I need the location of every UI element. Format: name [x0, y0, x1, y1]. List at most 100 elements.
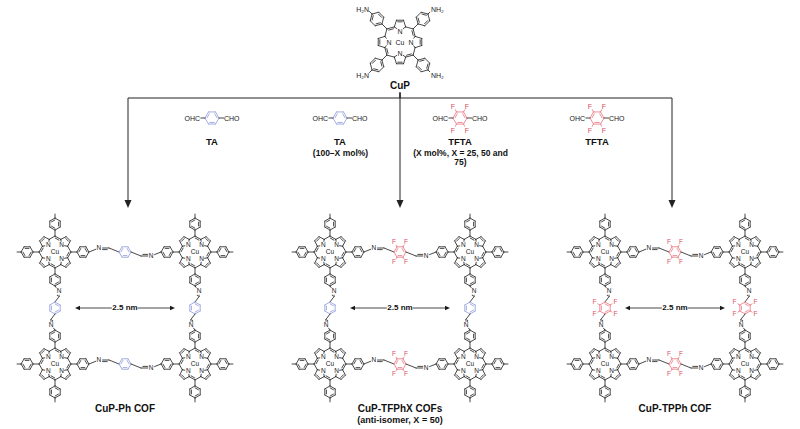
double-bond-line — [66, 375, 69, 378]
double-bond-line — [330, 350, 334, 352]
double-bond-line — [195, 304, 198, 306]
bond-line — [195, 214, 196, 218]
bond-line — [730, 370, 733, 375]
double-bond-line — [420, 60, 424, 61]
bond-line — [68, 370, 71, 375]
ring-bond — [337, 124, 344, 125]
double-bond-line — [631, 367, 635, 368]
atom-label: N — [460, 255, 466, 262]
bond-line — [483, 370, 486, 375]
ring-bond — [355, 369, 361, 370]
bond-line — [590, 353, 593, 358]
atom-label: F — [613, 311, 618, 318]
atom-label: N — [474, 255, 480, 262]
bond-line — [208, 364, 211, 370]
bond-line — [326, 314, 330, 319]
double-bond-line — [771, 255, 775, 256]
bond-line — [343, 358, 346, 364]
ring-bond — [770, 246, 776, 247]
bond-line — [734, 377, 739, 380]
bond-line — [404, 57, 406, 64]
atom-label: F — [450, 102, 455, 109]
atom-label: N — [148, 365, 154, 372]
bond-line — [611, 265, 616, 268]
ring-bond — [55, 302, 60, 305]
bond-line — [659, 360, 669, 364]
bond-line — [455, 263, 459, 267]
ring-bond — [330, 386, 335, 389]
double-bond-line — [635, 361, 637, 364]
bond-line — [330, 265, 336, 268]
ring-bond — [571, 359, 574, 364]
bond-line — [659, 248, 669, 252]
double-bond-line — [192, 338, 195, 340]
ring-bond — [164, 358, 170, 359]
double-bond-line — [466, 306, 467, 310]
atom-label: F — [404, 238, 409, 245]
bond-line — [758, 358, 761, 364]
double-bond-line — [601, 376, 605, 378]
bond-line — [51, 314, 55, 319]
ring-bond — [436, 247, 439, 252]
double-bond-line — [300, 360, 304, 361]
bond-line — [397, 20, 404, 21]
double-bond-line — [601, 278, 602, 282]
double-bond-line — [25, 248, 29, 249]
ring-bond — [296, 364, 299, 369]
ring-bond — [55, 311, 60, 314]
ring-bond — [60, 305, 61, 311]
double-bond-line — [316, 360, 318, 364]
ring-bond — [610, 333, 611, 339]
bond-line — [618, 370, 621, 375]
bond-line — [758, 364, 761, 370]
bond-line — [40, 353, 43, 358]
double-bond-line — [58, 334, 59, 338]
bond-line — [779, 252, 783, 253]
compound-name: CuP-TPPh COF — [560, 404, 790, 415]
ring-bond — [495, 358, 501, 359]
bond-line — [618, 241, 621, 246]
double-bond-line — [163, 364, 165, 367]
ring-bond — [55, 386, 60, 389]
double-bond-line — [731, 360, 733, 364]
bond-line — [739, 348, 745, 351]
bond-line — [49, 377, 55, 380]
ring-bond — [299, 246, 305, 247]
ring-bond — [200, 389, 201, 395]
reagent-name: TFTA — [585, 137, 610, 147]
ring-bond — [30, 364, 33, 369]
double-bond-line — [195, 388, 198, 390]
bond-line — [308, 364, 314, 365]
atom-label: N — [746, 288, 752, 295]
arrow-line — [400, 93, 672, 203]
ring-bond — [416, 60, 418, 67]
double-bond-line — [342, 252, 344, 256]
double-bond-line — [742, 338, 745, 340]
dimension-arrowhead — [75, 306, 80, 311]
atom-label: N — [460, 367, 466, 374]
bond-line — [336, 377, 341, 380]
bond-line — [341, 237, 345, 241]
ring-bond — [49, 333, 50, 339]
ring-bond — [296, 247, 299, 252]
bond-line — [448, 364, 454, 365]
ring-bond — [324, 305, 325, 311]
reaction-arrow — [400, 93, 676, 209]
double-bond-line — [671, 249, 673, 252]
bond-line — [404, 20, 406, 27]
bond-line — [758, 370, 761, 375]
ring-bond — [305, 247, 308, 252]
bond-line — [594, 265, 599, 268]
atom-label: N — [45, 367, 51, 374]
ring-bond — [299, 358, 305, 359]
atom-label: Cu — [325, 249, 334, 256]
bond-line — [470, 297, 474, 302]
ring-bond — [86, 247, 89, 252]
ring-bond — [77, 364, 80, 369]
ring-bond — [465, 283, 470, 286]
ring-bond — [352, 247, 355, 252]
bond-line — [504, 364, 508, 365]
ring-bond — [190, 283, 195, 286]
double-bond-line — [600, 114, 602, 118]
bond-line — [68, 258, 71, 263]
